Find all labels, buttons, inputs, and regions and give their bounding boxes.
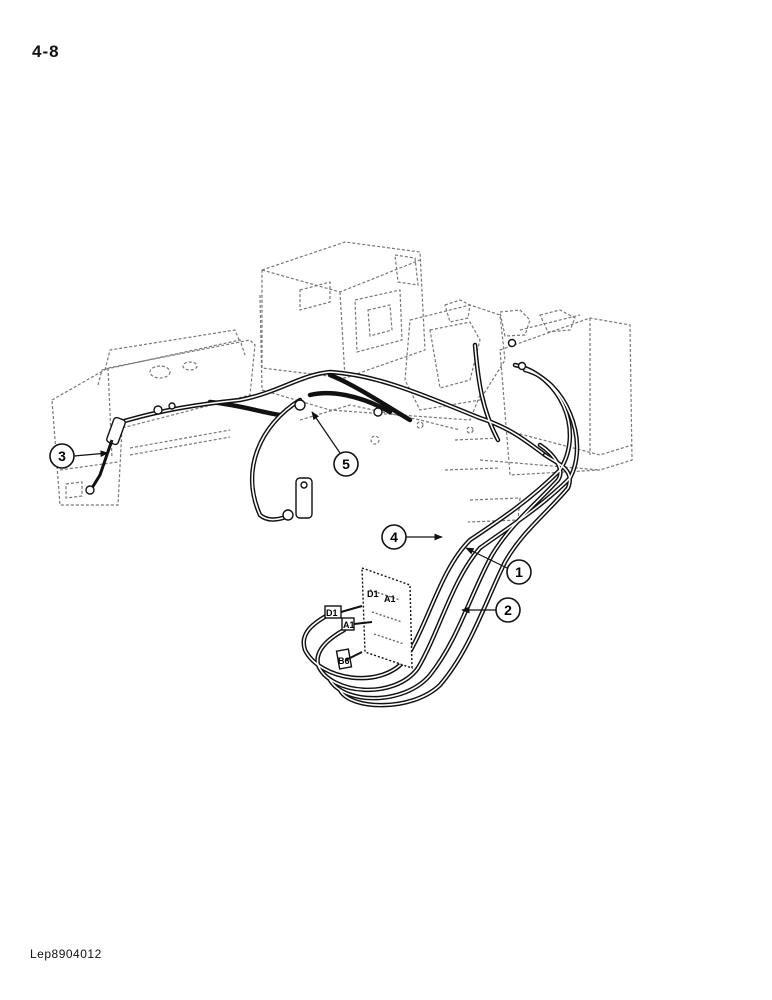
harness-5 [115,342,548,522]
b6-tag-label: B6 [338,656,350,666]
ring-terminal [294,399,306,411]
ring-terminal [517,361,527,371]
ring-terminal [373,407,383,417]
callout-1-number: 1 [515,564,523,580]
callout-2-number: 2 [504,602,512,618]
callout-1: 1 [465,547,532,585]
machine-outline [51,241,633,523]
a1-tag-label: A1 [343,620,355,630]
callout-4-number: 4 [390,529,398,545]
ring-terminal [507,338,517,348]
harness-5-inner [117,344,546,521]
callout-3: 3 [49,443,109,469]
page-number: 4-8 [32,42,60,61]
callout-2: 2 [461,597,521,623]
d1-tag-label: D1 [326,608,338,618]
callout-5-number: 5 [342,456,350,472]
board-a1-label: A1 [384,594,396,604]
callout-4: 4 [381,524,443,550]
sender-switch [282,477,313,521]
document-code: Lep8904012 [30,947,102,961]
main-harness-bundle-inner [303,364,578,706]
board-d1-label: D1 [367,589,379,599]
callout-5: 5 [311,411,359,477]
relay-board [361,566,413,669]
callout-3-number: 3 [58,448,66,464]
